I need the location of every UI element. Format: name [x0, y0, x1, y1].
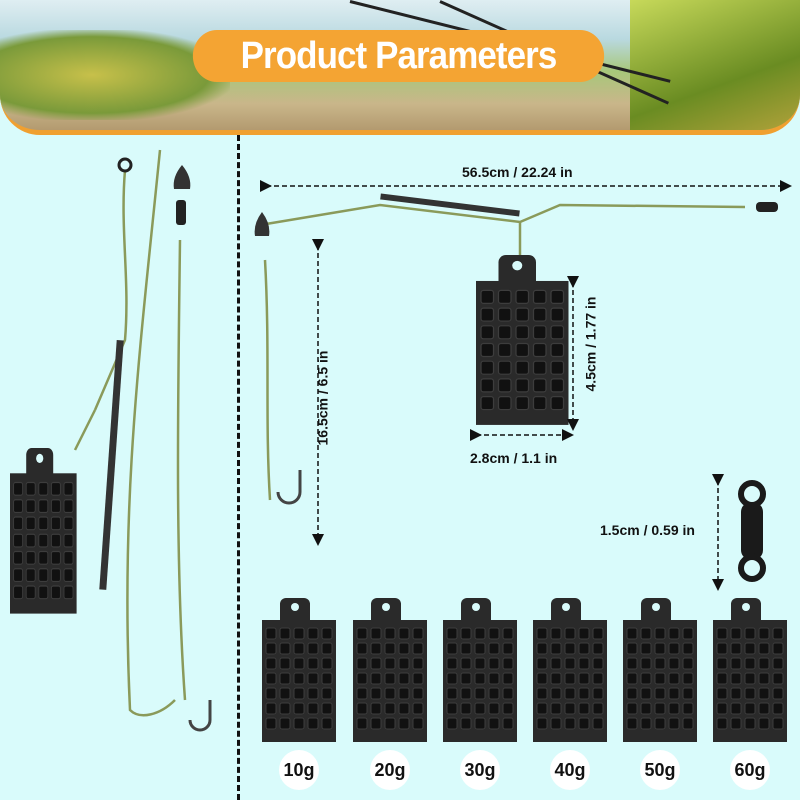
hook-length-label: 16.5cm / 6.5 in [314, 350, 331, 446]
weight-label: 10g [279, 750, 319, 790]
feeder-cage-40g [532, 597, 608, 743]
banner-grass-right [630, 0, 800, 130]
anti-tangle-sleeve [380, 193, 520, 217]
feeder-cage-30g [442, 597, 518, 743]
feeder-width-label: 2.8cm / 1.1 in [470, 450, 558, 466]
bead-icon [254, 212, 270, 236]
hook-icon [276, 470, 302, 505]
banner-grass-left [0, 30, 230, 120]
bead-icon [173, 165, 191, 189]
header-banner: Product Parameters [0, 0, 800, 135]
main-rig [259, 203, 746, 501]
swivel-icon [738, 480, 766, 582]
anti-tangle-sleeve [99, 340, 124, 590]
section-divider [237, 135, 240, 800]
weight-label: 20g [370, 750, 410, 790]
weight-label: 40g [550, 750, 590, 790]
weight-label: 50g [640, 750, 680, 790]
page-title: Product Parameters [192, 30, 605, 82]
feeder-cage-60g [712, 597, 788, 743]
swivel-icon [756, 202, 778, 212]
dimension-lines [260, 180, 792, 591]
feeder-cage-50g [622, 597, 698, 743]
weight-label: 60g [730, 750, 770, 790]
weight-label: 30g [460, 750, 500, 790]
swivel-length-label: 1.5cm / 0.59 in [600, 522, 695, 538]
rig-length-label: 56.5cm / 22.24 in [462, 164, 573, 180]
feeder-cage-20g [352, 597, 428, 743]
swivel-icon [176, 200, 186, 225]
hook-icon [188, 700, 212, 732]
swivel-icon [117, 157, 133, 173]
feeder-cage-10g [261, 597, 337, 743]
feeder-height-label: 4.5cm / 1.77 in [582, 296, 599, 392]
left-rig [73, 149, 187, 717]
